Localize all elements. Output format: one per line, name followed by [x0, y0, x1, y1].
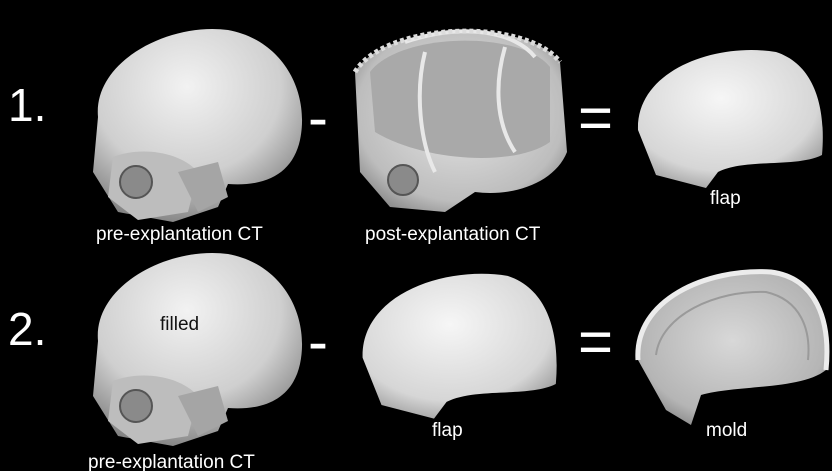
filled-overlay-label: filled — [160, 314, 199, 336]
step-number-1: 1. — [8, 82, 46, 128]
mold-render — [626, 260, 831, 430]
bone-flap-render-2 — [350, 262, 560, 422]
minus-operator-2: - — [308, 312, 328, 372]
minus-operator-1: - — [308, 88, 328, 148]
label-flap-2: flap — [432, 420, 463, 442]
equals-operator-2: = — [578, 312, 613, 372]
step-number-2: 2. — [8, 306, 46, 352]
skull-open-render — [345, 12, 575, 217]
label-pre-explantation-1: pre-explantation CT — [96, 224, 263, 246]
label-post-explantation: post-explantation CT — [365, 224, 540, 246]
label-pre-explantation-2: pre-explantation CT — [88, 452, 255, 471]
label-flap-1: flap — [710, 188, 741, 210]
label-mold: mold — [706, 420, 747, 442]
skull-filled-render — [78, 246, 308, 451]
bone-flap-render-1 — [626, 40, 826, 190]
skull-intact-render — [78, 22, 308, 227]
equals-operator-1: = — [578, 88, 613, 148]
